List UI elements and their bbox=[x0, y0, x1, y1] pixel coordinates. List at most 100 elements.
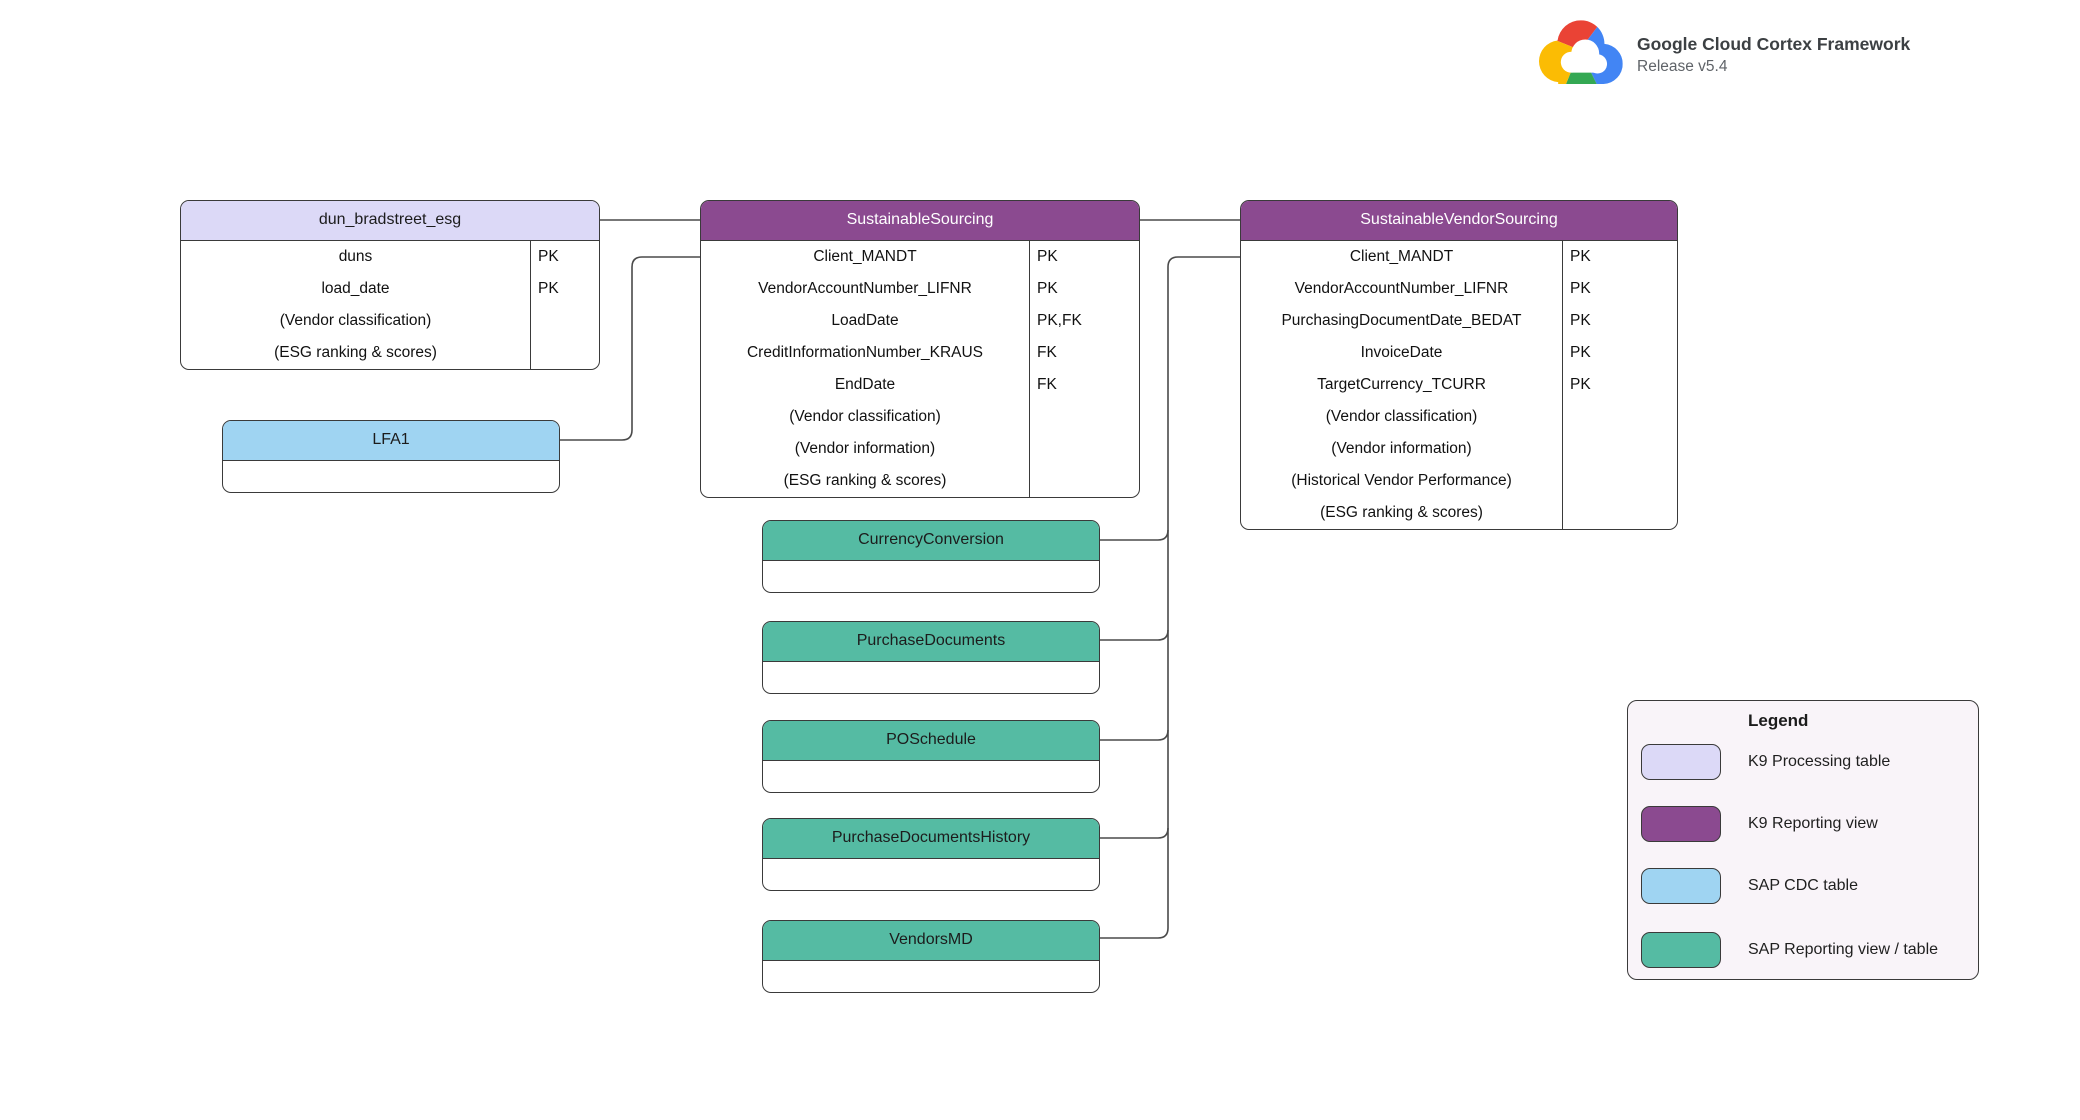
field-name: (ESG ranking & scores) bbox=[1320, 503, 1483, 521]
legend-label: SAP Reporting view / table bbox=[1748, 941, 1939, 958]
key-flag: PK bbox=[1029, 240, 1139, 273]
key-flag: PK bbox=[1562, 304, 1677, 337]
legend-title: Legend bbox=[1748, 711, 1809, 730]
field-name: Client_MANDT bbox=[1349, 247, 1454, 265]
key-flag: PK bbox=[1562, 368, 1677, 401]
table-body bbox=[763, 761, 1099, 792]
field-name: LoadDate bbox=[831, 311, 899, 329]
key-flag: FK bbox=[1029, 368, 1139, 401]
key-flag: PK bbox=[1029, 272, 1139, 305]
field-name: (ESG ranking & scores) bbox=[783, 471, 947, 489]
legend-label: SAP CDC table bbox=[1748, 877, 1858, 894]
key-flag: FK bbox=[1029, 336, 1139, 369]
legend-item-sap-reporting-view-table: SAP Reporting view / table bbox=[1628, 932, 1978, 968]
table-row: (Historical Vendor Performance) bbox=[1241, 464, 1677, 497]
field-name: (Vendor information) bbox=[1331, 439, 1472, 457]
table-row: (Vendor classification) bbox=[181, 304, 599, 337]
field-name: PurchasingDocumentDate_BEDAT bbox=[1281, 311, 1522, 329]
table-row: Client_MANDT PK bbox=[701, 240, 1139, 273]
legend-swatch-k9-reporting-view bbox=[1641, 806, 1721, 842]
field-name: (Vendor classification) bbox=[279, 311, 432, 329]
table-title: dun_bradstreet_esg bbox=[181, 201, 599, 241]
table-body bbox=[763, 961, 1099, 992]
table-row: (Vendor classification) bbox=[1241, 400, 1677, 433]
table-title: CurrencyConversion bbox=[763, 521, 1099, 561]
legend: Legend K9 Processing table K9 Reporting … bbox=[1627, 700, 1979, 980]
field-name: VendorAccountNumber_LIFNR bbox=[1294, 279, 1509, 297]
entity-table-purchasedocumentshistory: PurchaseDocumentsHistory bbox=[762, 818, 1100, 891]
table-row: (ESG ranking & scores) bbox=[181, 336, 599, 369]
key-flag bbox=[530, 304, 599, 337]
field-name: duns bbox=[338, 247, 373, 265]
table-row: duns PK bbox=[181, 240, 599, 273]
field-name: (Vendor classification) bbox=[1325, 407, 1478, 425]
table-row: (ESG ranking & scores) bbox=[1241, 496, 1677, 529]
table-title: LFA1 bbox=[223, 421, 559, 461]
key-flag: PK bbox=[1562, 272, 1677, 305]
key-flag: PK bbox=[1562, 336, 1677, 369]
table-row: LoadDate PK,FK bbox=[701, 304, 1139, 337]
key-flag bbox=[1562, 464, 1677, 497]
table-title: POSchedule bbox=[763, 721, 1099, 761]
table-row: TargetCurrency_TCURR PK bbox=[1241, 368, 1677, 401]
key-flag bbox=[1029, 432, 1139, 465]
field-name: CreditInformationNumber_KRAUS bbox=[746, 343, 984, 361]
key-flag: PK,FK bbox=[1029, 304, 1139, 337]
field-name: InvoiceDate bbox=[1360, 343, 1443, 361]
table-body bbox=[763, 662, 1099, 693]
table-title: PurchaseDocuments bbox=[763, 622, 1099, 662]
key-flag bbox=[1029, 464, 1139, 497]
key-flag bbox=[1562, 496, 1677, 529]
field-name: (Vendor classification) bbox=[789, 407, 941, 425]
legend-swatch-sap-cdc-table bbox=[1641, 868, 1721, 904]
key-flag: PK bbox=[1562, 240, 1677, 273]
field-name: Client_MANDT bbox=[813, 247, 917, 265]
legend-label: K9 Processing table bbox=[1748, 753, 1891, 770]
connector-currencyconversion-to-trunk bbox=[1100, 529, 1169, 541]
field-name: TargetCurrency_TCURR bbox=[1317, 375, 1486, 393]
entity-table-purchasedocuments: PurchaseDocuments bbox=[762, 621, 1100, 694]
field-name: load_date bbox=[321, 279, 390, 297]
legend-item-k9-reporting-view: K9 Reporting view bbox=[1628, 806, 1978, 842]
entity-table-currencyconversion: CurrencyConversion bbox=[762, 520, 1100, 593]
table-title: SustainableSourcing bbox=[701, 201, 1139, 241]
table-row: (Vendor information) bbox=[1241, 432, 1677, 465]
legend-swatch-sap-reporting-view-table bbox=[1641, 932, 1721, 968]
entity-table-lfa1: LFA1 bbox=[222, 420, 560, 493]
key-flag bbox=[1562, 400, 1677, 433]
table-row: (Vendor classification) bbox=[701, 400, 1139, 433]
legend-swatch-k9-processing-table bbox=[1641, 744, 1721, 780]
field-name: (Vendor information) bbox=[794, 439, 936, 457]
connector-purchasedocumentshistory-to-trunk bbox=[1100, 827, 1169, 839]
entity-table-poschedule: POSchedule bbox=[762, 720, 1100, 793]
legend-label: K9 Reporting view bbox=[1748, 815, 1878, 832]
table-body bbox=[763, 859, 1099, 890]
app-title: Google Cloud Cortex Framework bbox=[1637, 34, 1911, 54]
connector-purchasedocuments-to-trunk bbox=[1100, 629, 1169, 641]
table-row: (Vendor information) bbox=[701, 432, 1139, 465]
table-title: PurchaseDocumentsHistory bbox=[763, 819, 1099, 859]
table-body bbox=[763, 561, 1099, 592]
key-flag: PK bbox=[530, 240, 599, 273]
table-row: InvoiceDate PK bbox=[1241, 336, 1677, 369]
connector-trunk-vendorsmd-to-sustainablevendorsourcing bbox=[1100, 256, 1240, 939]
connector-lfa1-to-sustainablesourcing bbox=[560, 256, 700, 441]
legend-item-k9-processing-table: K9 Processing table bbox=[1628, 744, 1978, 780]
release-version: Release v5.4 bbox=[1637, 58, 1728, 75]
connector-poschedule-to-trunk bbox=[1100, 729, 1169, 741]
table-row: CreditInformationNumber_KRAUS FK bbox=[701, 336, 1139, 369]
table-body bbox=[223, 461, 559, 492]
entity-table-vendorsmd: VendorsMD bbox=[762, 920, 1100, 993]
field-name: (ESG ranking & scores) bbox=[274, 343, 437, 361]
table-title: VendorsMD bbox=[763, 921, 1099, 961]
key-flag bbox=[1029, 400, 1139, 433]
